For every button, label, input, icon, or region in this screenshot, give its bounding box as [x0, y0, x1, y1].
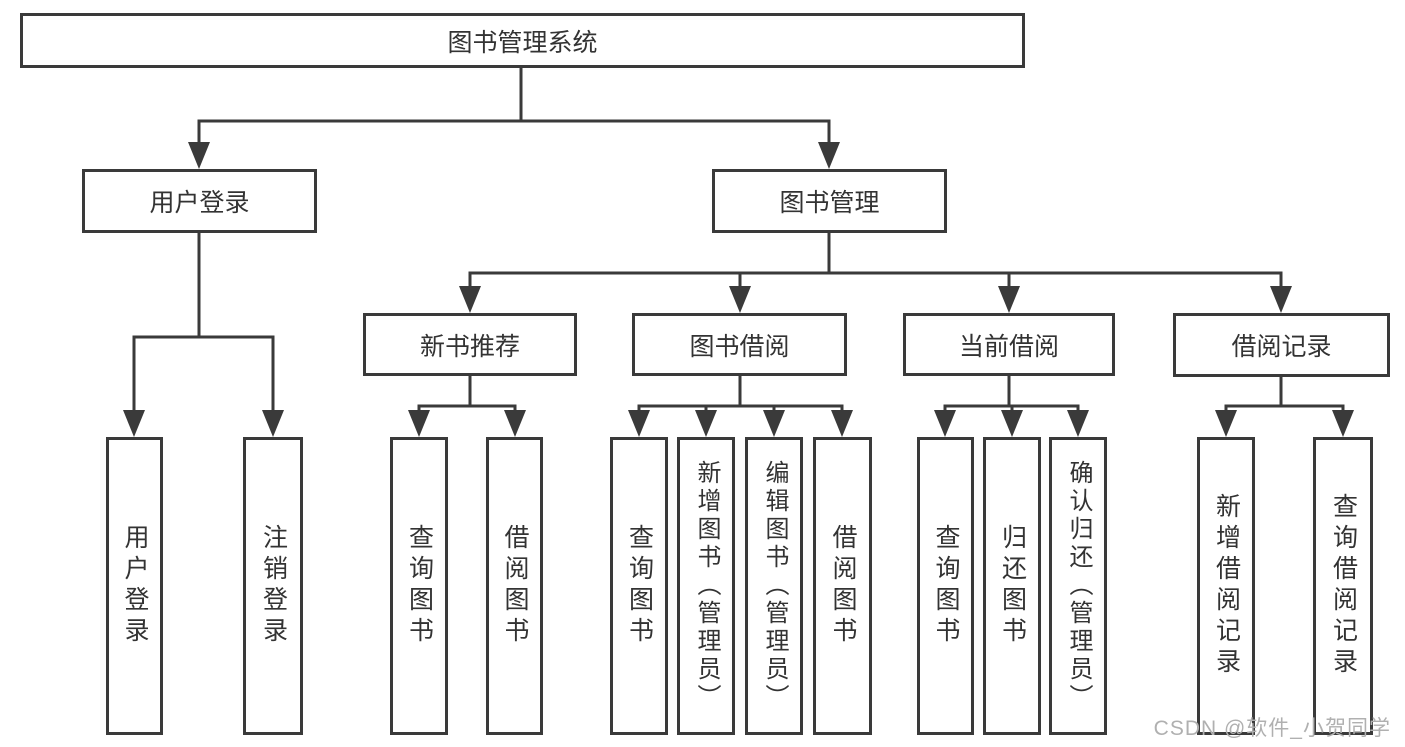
- leaf-logout: 注销登录: [243, 437, 303, 735]
- leaf-nbr-query-books: 查询图书: [390, 437, 448, 735]
- node-book-borrowing: 图书借阅: [632, 313, 847, 376]
- connector-book-mgmt-children: [468, 233, 1283, 291]
- arrowhead-book-mgmt: [818, 142, 840, 169]
- csdn-watermark: CSDN @软件_小贺同学: [1153, 717, 1391, 740]
- leaf-user-login: 用户登录: [106, 437, 163, 735]
- arrowhead-cb-confirm: [1067, 410, 1089, 437]
- leaf-br-query-record: 查询借阅记录: [1313, 437, 1373, 735]
- arrowhead-br-query: [1332, 410, 1354, 437]
- connector-book-borrow-children: [637, 376, 844, 414]
- connector-user-login-children: [132, 233, 275, 414]
- connector-new-book-rec-children: [417, 376, 517, 414]
- arrowhead-user-login: [188, 142, 210, 169]
- node-library-management-system: 图书管理系统: [20, 13, 1025, 68]
- connector-borrow-records-children: [1224, 377, 1345, 414]
- arrowhead-leaf-logout: [262, 410, 284, 437]
- connector-current-borrow-children: [943, 376, 1080, 414]
- leaf-cb-return-books: 归还图书: [983, 437, 1041, 735]
- node-borrowing-records: 借阅记录: [1173, 313, 1390, 377]
- leaf-bb-add-books-admin: 新增图书（管理员）: [677, 437, 735, 735]
- node-new-book-recommendation: 新书推荐: [363, 313, 577, 376]
- arrowhead-nbr-query: [408, 410, 430, 437]
- arrowhead-leaf-user-login: [123, 410, 145, 437]
- arrowhead-cb-return: [1001, 410, 1023, 437]
- arrowhead-borrow-records: [1270, 286, 1292, 313]
- arrowhead-bb-borrow: [831, 410, 853, 437]
- leaf-br-add-record: 新增借阅记录: [1197, 437, 1255, 735]
- arrowhead-bb-edit: [763, 410, 785, 437]
- arrowhead-book-borrow: [729, 286, 751, 313]
- arrowhead-br-add: [1215, 410, 1237, 437]
- node-current-borrowing: 当前借阅: [903, 313, 1115, 376]
- arrowhead-cb-query: [934, 410, 956, 437]
- arrowhead-bb-query: [628, 410, 650, 437]
- connector-root-to-level2: [197, 68, 831, 145]
- node-user-login: 用户登录: [82, 169, 317, 233]
- leaf-cb-query-books: 查询图书: [917, 437, 974, 735]
- leaf-nbr-borrow-books: 借阅图书: [486, 437, 543, 735]
- leaf-cb-confirm-return-admin: 确认归还（管理员）: [1049, 437, 1107, 735]
- arrowhead-current-borrow: [998, 286, 1020, 313]
- arrowhead-new-book-rec: [459, 286, 481, 313]
- arrowhead-nbr-borrow: [504, 410, 526, 437]
- leaf-bb-borrow-books: 借阅图书: [813, 437, 872, 735]
- node-book-management: 图书管理: [712, 169, 947, 233]
- leaf-bb-edit-books-admin: 编辑图书（管理员）: [745, 437, 803, 735]
- arrowhead-bb-add: [695, 410, 717, 437]
- leaf-bb-query-books: 查询图书: [610, 437, 668, 735]
